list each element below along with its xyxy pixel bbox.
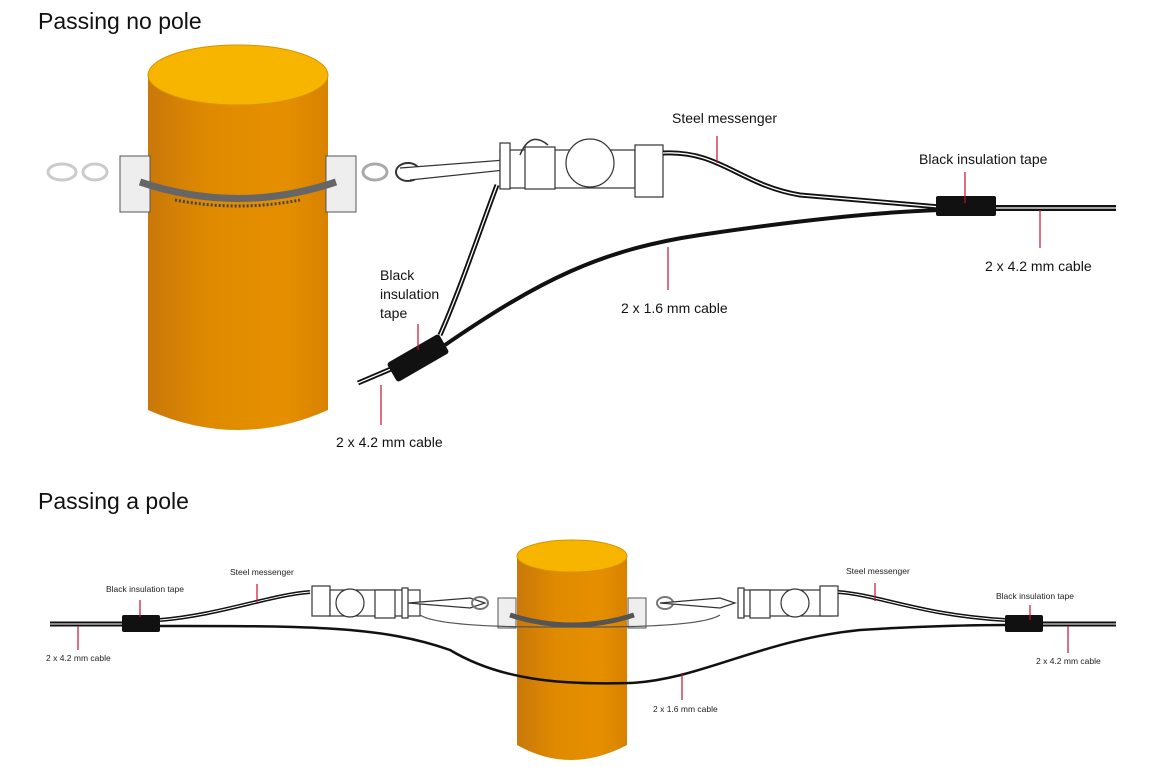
- insulation-tape-left: [122, 615, 160, 632]
- cable-drop-to-tape: [437, 184, 500, 337]
- label-cable-42-left: 2 x 4.2 mm cable: [46, 653, 111, 663]
- pole-clamp: [419, 596, 721, 629]
- steel-messenger-cable: [662, 150, 941, 210]
- cable-2x1-6mm: [443, 208, 941, 347]
- label-cable-16: 2 x 1.6 mm cable: [621, 300, 728, 316]
- label-insulation-tape-left-2: insulation: [380, 286, 439, 302]
- label-insulation-tape-right: Black insulation tape: [996, 591, 1074, 601]
- diagram-passing-no-pole: Steel messenger Black insulation tape 2 …: [46, 44, 1116, 450]
- chain-link-right: [361, 159, 506, 182]
- label-insulation-tape-left: Black insulation tape: [106, 584, 184, 594]
- steel-messenger-left: [159, 590, 311, 622]
- label-cable-16: 2 x 1.6 mm cable: [653, 704, 718, 714]
- dead-end-grip-left: [311, 585, 487, 619]
- label-insulation-tape-left-1: Black: [380, 267, 415, 283]
- label-steel-messenger-left: Steel messenger: [230, 567, 294, 577]
- diagram-passing-a-pole: Black insulation tape Steel messenger 2 …: [46, 539, 1116, 760]
- pole: [516, 539, 628, 760]
- pole: [147, 44, 329, 430]
- label-steel-messenger: Steel messenger: [672, 110, 777, 126]
- dead-end-grip: [499, 138, 664, 198]
- insulation-tape-right: [936, 196, 1116, 216]
- label-cable-42-left: 2 x 4.2 mm cable: [336, 434, 443, 450]
- section-title-passing-no-pole: Passing no pole: [38, 8, 202, 34]
- label-steel-messenger-right: Steel messenger: [846, 566, 910, 576]
- label-insulation-tape-left-3: tape: [380, 305, 407, 321]
- label-cable-42-right: 2 x 4.2 mm cable: [985, 258, 1092, 274]
- dead-end-grip-right: [659, 585, 839, 619]
- label-cable-42-right: 2 x 4.2 mm cable: [1036, 656, 1101, 666]
- insulation-tape-right: [1005, 615, 1043, 632]
- chain-link-left: [46, 162, 109, 182]
- label-insulation-tape-right: Black insulation tape: [919, 151, 1048, 167]
- cable-2x1-6mm: [159, 623, 1006, 685]
- section-title-passing-a-pole: Passing a pole: [38, 488, 189, 514]
- insulation-tape-left: [357, 334, 449, 386]
- pole-clamp: [119, 155, 357, 213]
